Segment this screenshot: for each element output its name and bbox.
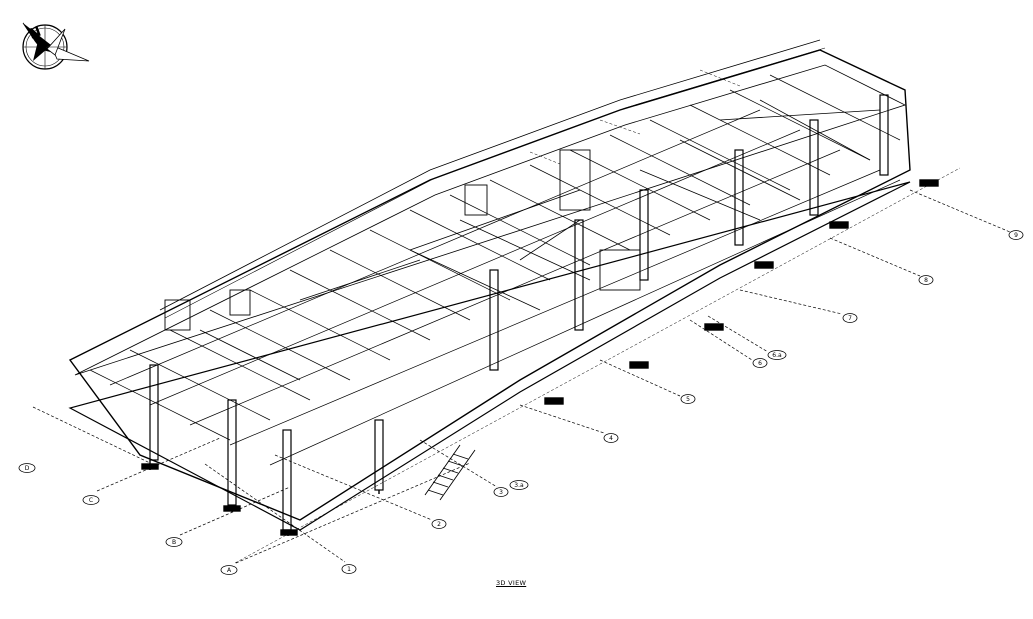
grid-bubble-4: 4 [603, 433, 619, 443]
grid-bubble-6: 6 [752, 358, 768, 368]
steel-structure [68, 39, 939, 536]
grid-bubble-7: 7 [842, 313, 858, 323]
grid-label-6a: 6.a [772, 352, 782, 359]
grid-label-2: 2 [437, 521, 441, 528]
grid-label-C: C [89, 497, 93, 504]
grid-bubble-2: 2 [431, 519, 447, 529]
gridlines-letter [32, 406, 471, 564]
grid-bubble-D: D [18, 463, 36, 473]
grid-bubble-C: C [82, 495, 100, 505]
grid-bubble-1: 1 [341, 564, 357, 574]
grid-label-3: 3 [499, 489, 503, 496]
grid-label-4: 4 [609, 435, 613, 442]
grid-label-8: 8 [924, 277, 928, 284]
grid-label-5: 5 [686, 396, 690, 403]
grid-bubble-6a: 6.a [767, 350, 787, 360]
grid-label-9: 9 [1014, 232, 1018, 239]
grid-bubble-9: 9 [1008, 230, 1024, 240]
grid-label-7: 7 [848, 315, 852, 322]
svg-text:N: N [27, 24, 43, 43]
grid-bubble-3: 3 [493, 487, 509, 497]
grid-bubble-B: B [165, 537, 183, 547]
grid-bubble-A: A [220, 565, 238, 575]
view-title: 3D VIEW [496, 579, 527, 587]
grid-bubble-8: 8 [918, 275, 934, 285]
north-arrow-compass-icon: N [22, 22, 90, 70]
grid-bubble-3a: 3.a [509, 480, 529, 490]
gridlines-number [204, 69, 1011, 564]
grid-label-D: D [25, 465, 30, 472]
grid-bubble-5: 5 [680, 394, 696, 404]
grid-label-A: A [227, 567, 232, 574]
grid-label-B: B [172, 539, 176, 546]
grid-label-6: 6 [758, 360, 762, 367]
grid-label-3a: 3.a [514, 482, 524, 489]
grid-label-1: 1 [347, 566, 351, 573]
